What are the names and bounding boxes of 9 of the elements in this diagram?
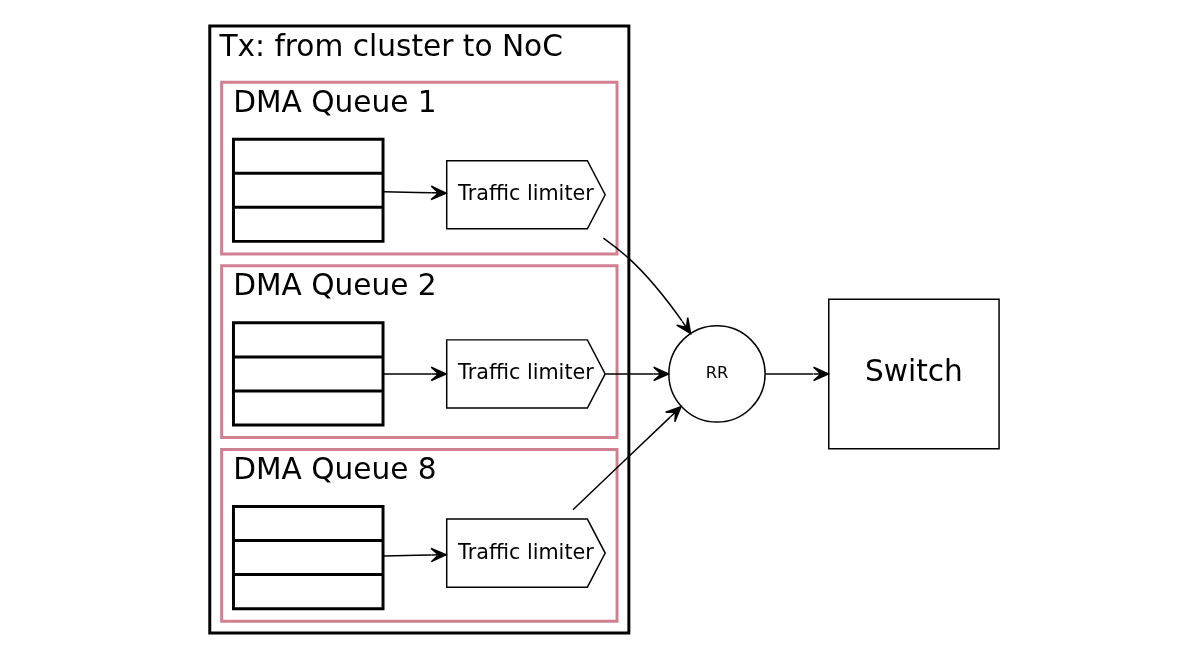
arrow [382, 547, 447, 563]
arrow [764, 366, 829, 382]
arrow [571, 406, 682, 511]
node-circle: RR [667, 325, 766, 423]
arrow [602, 237, 691, 335]
node-box: Switch [827, 298, 1000, 450]
arrow [604, 366, 669, 382]
arrow [382, 185, 447, 201]
arrow [382, 366, 447, 382]
